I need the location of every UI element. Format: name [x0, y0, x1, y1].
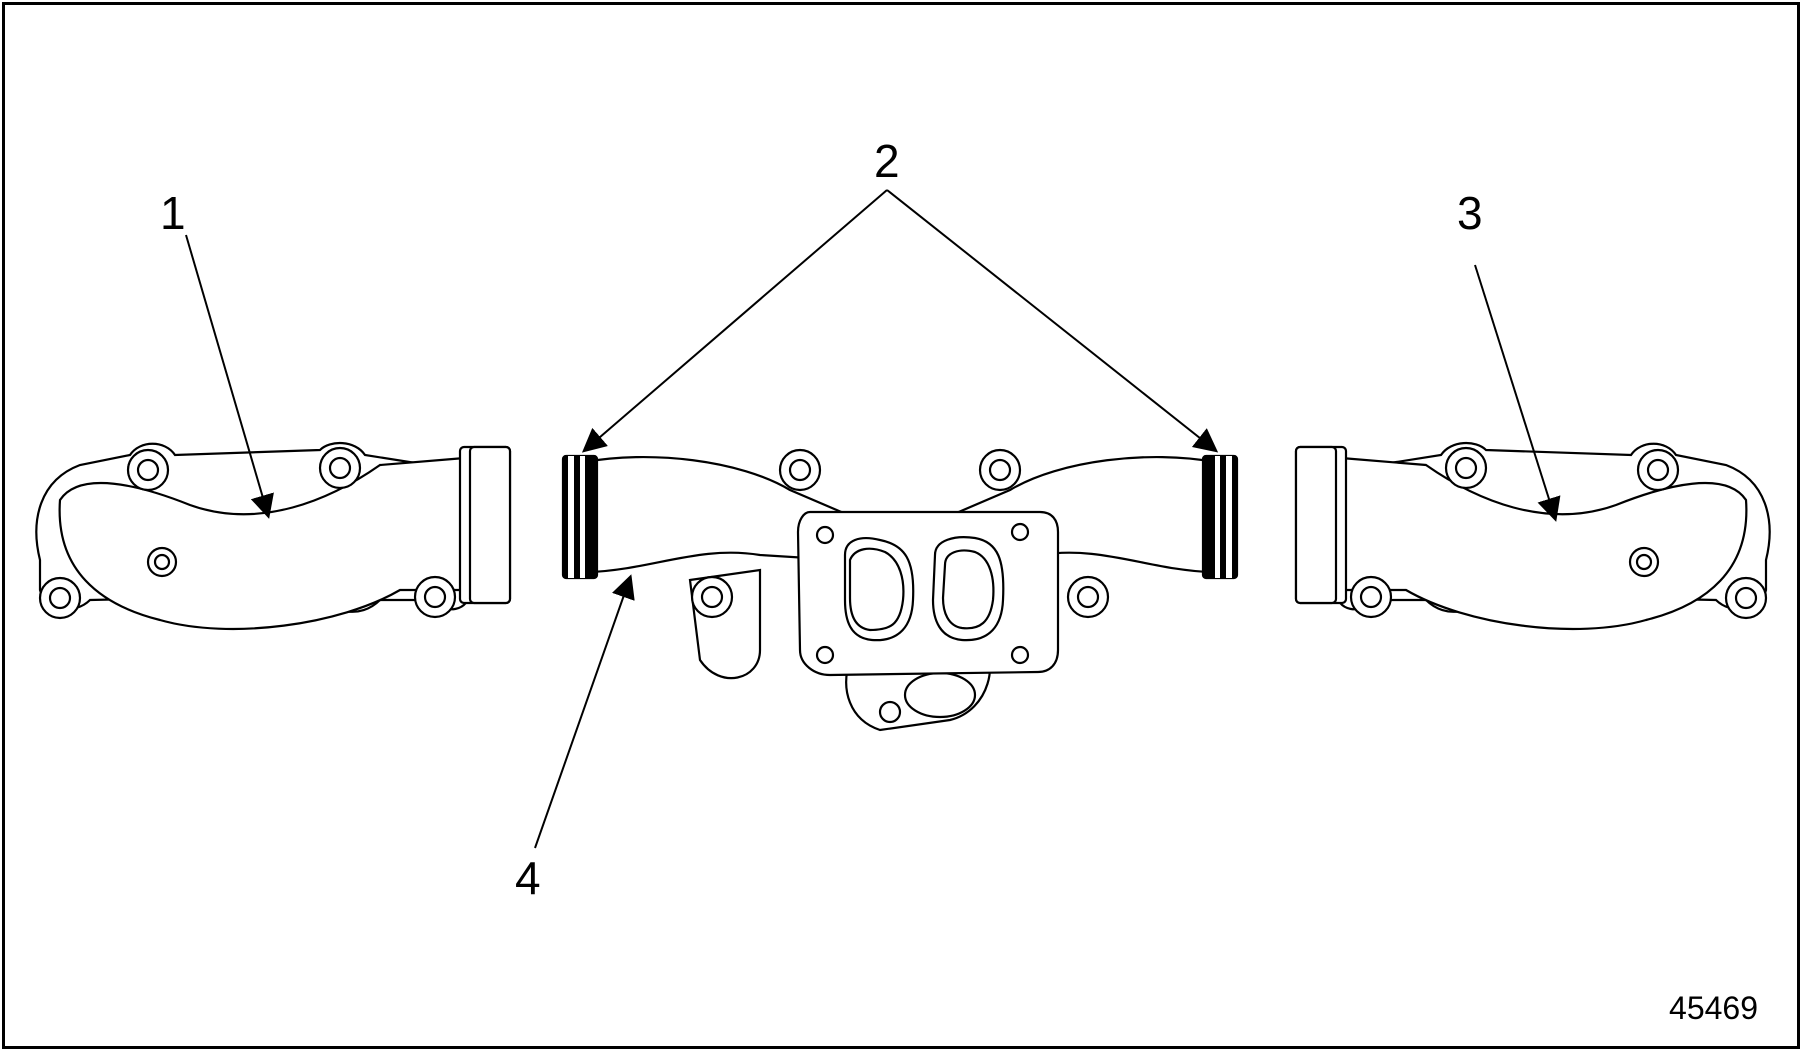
figure-number: 45469: [1669, 990, 1758, 1026]
callout-4: 4: [515, 852, 541, 904]
callout-1: 1: [160, 187, 186, 239]
right-manifold-section: [1294, 442, 1771, 631]
left-manifold-section: [35, 442, 512, 631]
leader-line-2-left: [581, 189, 888, 453]
leader-line-1: [185, 234, 274, 519]
center-manifold-section: [561, 448, 1239, 732]
callout-2: 2: [874, 135, 900, 187]
leader-line-3: [1474, 264, 1561, 522]
leader-line-4: [534, 574, 635, 849]
leader-line-2-right: [886, 189, 1219, 453]
callout-3: 3: [1457, 187, 1483, 239]
leader-lines: [185, 189, 1561, 849]
